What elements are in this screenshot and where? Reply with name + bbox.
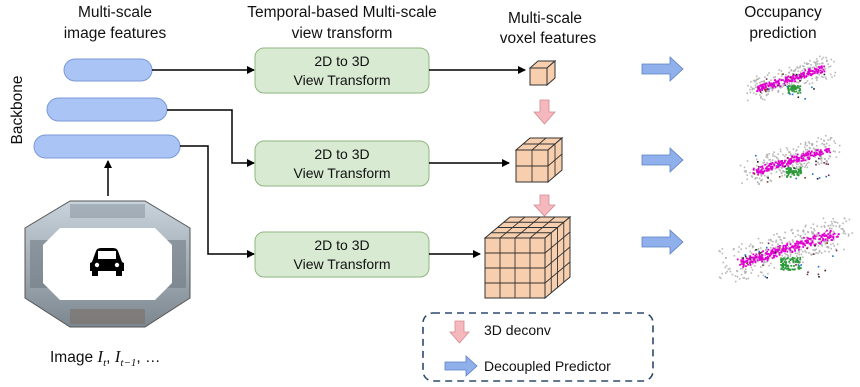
legend-deconv-arrow (449, 320, 470, 344)
view-transform-box-1: 2D to 3D View Transform (254, 47, 430, 94)
image-caption: Image It, It−1, … (50, 347, 161, 369)
voxel-cube-large (483, 215, 572, 300)
surround-view-images (24, 200, 191, 328)
view-transform-3-line2: View Transform (294, 256, 391, 272)
predictor-arrow-1 (641, 56, 684, 82)
view-transform-1-line2: View Transform (294, 72, 391, 88)
deconv-arrow-1 (533, 99, 556, 125)
predictor-arrow-3 (641, 229, 684, 255)
image-feature-level-1 (63, 58, 153, 82)
header-image-features-line1: Multi-scale (78, 4, 152, 21)
legend-predictor-arrow (444, 355, 478, 377)
connector-level-3 (180, 145, 255, 258)
header-occupancy-line2: prediction (749, 25, 816, 42)
header-view-transform-line1: Temporal-based Multi-scale (247, 4, 437, 21)
occupancy-prediction-medium (739, 134, 841, 186)
view-transform-3-line1: 2D to 3D (314, 237, 369, 253)
deconv-arrow-2 (533, 194, 556, 217)
occupancy-prediction-large (718, 217, 854, 283)
car-icon (90, 248, 124, 276)
voxel-cube-medium (514, 136, 564, 184)
header-view-transform-line2: view transform (292, 25, 393, 42)
legend-predictor-label: Decoupled Predictor (484, 358, 611, 374)
header-occupancy-line1: Occupancy (744, 4, 822, 21)
connector-level-2 (167, 109, 255, 167)
view-transform-2-line2: View Transform (294, 165, 391, 181)
predictor-arrow-2 (641, 147, 684, 173)
image-feature-level-3 (33, 134, 181, 159)
voxel-cube-small (528, 59, 557, 87)
image-feature-level-2 (46, 97, 168, 122)
header-voxel-features-line2: voxel features (500, 30, 597, 47)
view-transform-1-line1: 2D to 3D (314, 53, 369, 69)
view-transform-box-3: 2D to 3D View Transform (254, 231, 430, 278)
view-transform-2-line1: 2D to 3D (314, 146, 369, 162)
view-transform-box-2: 2D to 3D View Transform (254, 140, 430, 187)
header-image-features-line2: image features (64, 25, 167, 42)
header-voxel-features-line1: Multi-scale (508, 10, 582, 27)
backbone-label: Backbone (9, 76, 26, 145)
legend: 3D deconv Decoupled Predictor (422, 312, 654, 382)
occupancy-prediction-small (746, 55, 836, 102)
legend-deconv-label: 3D deconv (484, 322, 551, 338)
